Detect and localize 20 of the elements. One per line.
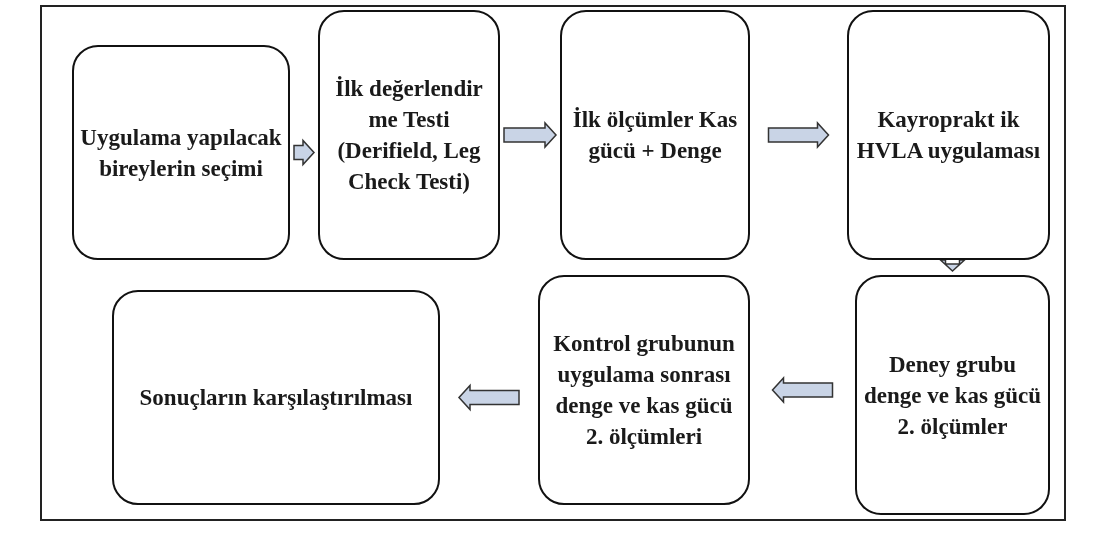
block-arrow xyxy=(767,121,830,149)
process-box xyxy=(847,10,1050,260)
process-box xyxy=(855,275,1050,515)
node-text: İlk değerlendir me Testi (Derifield, Leg Check Testi) xyxy=(334,75,484,196)
process-box xyxy=(318,10,500,260)
process-box xyxy=(112,290,440,505)
process-box xyxy=(538,275,750,505)
block-arrow xyxy=(458,383,520,412)
node-text: Uygulama yapılacak bireylerin seçimi xyxy=(80,123,282,183)
node-text: Kayroprakt ik HVLA uygulaması xyxy=(855,106,1042,165)
node-text: Sonuçların karşılaştırılması xyxy=(139,384,413,412)
block-arrow xyxy=(938,259,967,272)
block-arrow xyxy=(503,121,557,149)
node-text: İlk ölçümler Kas gücü + Denge xyxy=(571,106,739,165)
process-box xyxy=(560,10,750,260)
node-text: Kontrol grubunun uygulama sonrası denge ve kas gücü 2. ölçümleri xyxy=(552,330,736,451)
node-text: Deney grubu denge ve kas gücü 2. ölçümler xyxy=(863,350,1042,441)
block-arrow xyxy=(293,138,315,167)
block-arrow xyxy=(771,376,834,404)
process-box xyxy=(72,45,290,260)
